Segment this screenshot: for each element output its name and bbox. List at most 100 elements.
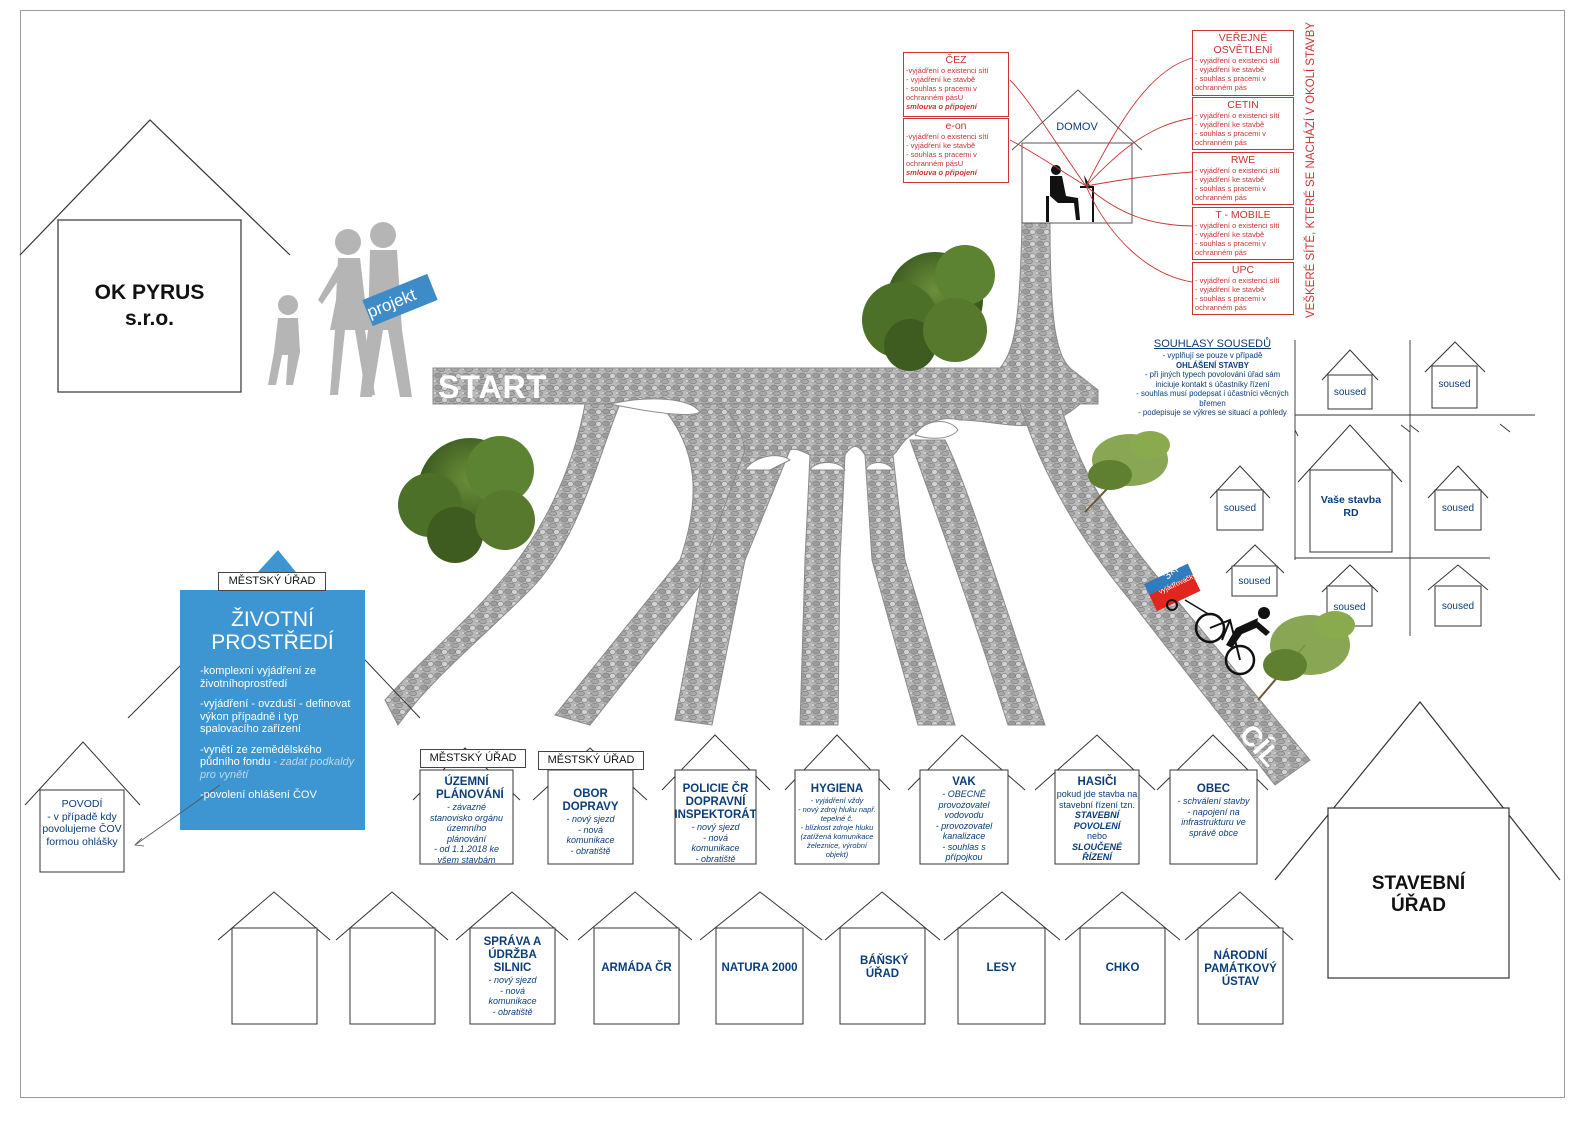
office-uzemni-planovani: ÚZEMNÍ PLÁNOVÁNÍ - závazné stanovisko or… [420,776,513,865]
utility-rwe-item: - vyjádření ke stavbě [1195,175,1265,184]
utility-rwe-item: - souhlas s pracemi v ochranném pás [1195,184,1266,202]
utility-cez-item: - souhlas s pracemi v ochranném pásU [906,84,977,102]
utility-eon-bold: smlouva o připojení [906,168,977,177]
office-item: - vyjádření vždy [810,796,864,805]
soused-label: soused [1333,387,1367,398]
office-obor-dopravy: OBOR DOPRAVY - nový sjezd - nová komunik… [548,788,633,856]
utility-upc-item: - vyjádření o existenci sítí [1195,276,1280,285]
soused-label: soused [1333,602,1366,613]
vase-stavba-label: Vaše stavba RD [1310,494,1392,520]
utility-cetin: CETIN - vyjádření o existenci sítí - vyj… [1192,97,1294,150]
utility-eon-item: -vyjádření o existenci sítí [906,132,989,141]
stavebni-urad-label: STAVEBNÍ ÚŘAD [1328,873,1509,917]
povodi-house [24,741,141,873]
utility-vo-item: - vyjádření o existenci sítí [1195,56,1280,65]
utility-rwe-item: - vyjádření o existenci sítí [1195,166,1280,175]
utility-upc: UPC - vyjádření o existenci sítí - vyjád… [1192,262,1294,315]
road-branch-1 [384,403,621,726]
utility-upc-name: UPC [1231,264,1255,276]
bottom-house-title: CHKO [1105,962,1140,974]
bottom-house-title: ARMÁDA ČR [601,962,672,974]
office-item: - obratiště [695,853,736,864]
tree-right-lower [1257,611,1355,701]
souhlasy-line-bold: OHLÁŠENÍ STAVBY [1176,360,1249,370]
bottom-house-item: - obratiště [492,1006,533,1017]
ok-pyrus-line1: OK PYRUS [94,281,205,304]
office-item: - nový sjezd [691,822,740,832]
utility-cetin-name: CETIN [1227,99,1259,111]
ok-pyrus-label: OK PYRUS s.r.o. [58,280,241,332]
utility-connection-lines [1009,57,1193,283]
office-item: - blízkost zdroje hluku (zatížená komuni… [800,823,874,859]
page-frame [20,10,1565,1098]
bottom-house-npu: NÁRODNÍ PAMÁTKOVÝ ÚSTAV [1198,950,1283,989]
bottom-house-title: NÁRODNÍ PAMÁTKOVÝ ÚSTAV [1204,950,1277,988]
office-hasici: HASIČI pokud jde stavba na stavební říze… [1055,776,1139,863]
utility-vo-name: VEŘEJNÉ OSVĚTLENÍ [1213,32,1273,56]
bottom-house-chko: CHKO [1080,962,1165,975]
ok-pyrus-line2: s.r.o. [124,307,175,330]
utility-cetin-item: - souhlas s pracemi v ochranném pás [1195,129,1266,147]
utility-cez-item: - vyjádření ke stavbě [906,75,976,84]
bottom-house-sprava-silnic: SPRÁVA A ÚDRŽBA SILNIC - nový sjezd - no… [470,936,555,1017]
office-policie: POLICIE ČR DOPRAVNÍ INSPEKTORÁT - nový s… [672,783,759,864]
bottom-house-armada: ARMÁDA ČR [594,962,679,975]
povodi-desc: - v případě kdy povolujeme ČOV formou oh… [42,810,122,848]
office-item-bold: SLOUČENÉ ŘÍZENÍ [1071,841,1122,863]
office-item: - schválení stavby [1177,796,1250,806]
office-title: ÚZEMNÍ PLÁNOVÁNÍ [436,776,504,801]
zivotni-title: ŽIVOTNÍ PROSTŘEDÍ [180,608,365,654]
zivotni-title-line1: ŽIVOTNÍ [231,608,314,631]
office-item: - nový sjezd [566,814,615,824]
office-item: - nová komunikace [691,832,740,854]
tree-top [862,245,995,371]
utility-tmobile-item: - vyjádření ke stavbě [1195,230,1265,239]
bottom-house-lesy: LESY [958,962,1045,975]
domov-house [1011,89,1143,224]
office-item: - provozovatel kanalizace [935,820,993,842]
utility-eon-name: e-on [945,120,967,132]
bottom-houses [217,891,1294,1025]
office-title: OBEC [1196,783,1231,795]
utility-vo-item: - souhlas s pracemi v ochranném pás [1195,74,1266,92]
utility-vo-item: - vyjádření ke stavbě [1195,65,1265,74]
utility-tmobile-item: - souhlas s pracemi v ochranném pás [1195,239,1266,257]
souhlasy-line: - souhlas musí podepsat i účastníci věcn… [1136,389,1289,408]
zivotni-item: -vyjádření - ovzduší - definovat výkon p… [200,698,351,735]
bottom-house-item: - nová komunikace [488,985,537,1007]
office-title: POLICIE ČR DOPRAVNÍ INSPEKTORÁT [674,783,757,821]
stavebni-line1: STAVEBNÍ [1371,873,1466,894]
bottom-house-natura: NATURA 2000 [716,962,803,975]
zivotni-item: -povolení ohlášení ČOV [200,789,317,801]
tree-right-upper [1084,431,1170,513]
office-title: VAK [952,776,976,788]
mestsky-urad-label: MĚSTSKÝ ÚŘAD [538,751,644,770]
zivotni-items: -komplexní vyjádření ze životníhoprostře… [200,665,355,802]
okoli-vertical-label: VEŠKERÉ SÍTĚ, KTERÉ SE NACHÁZÍ V OKOLÍ S… [1304,22,1317,318]
utility-rwe: RWE - vyjádření o existenci sítí - vyjád… [1192,152,1294,205]
zivotni-house [127,550,421,847]
office-item: pokud jde stavba na stavební řízení tzn. [1056,789,1138,810]
office-obec: OBEC - schválení stavby - napojení na in… [1170,783,1257,838]
office-houses [412,734,1269,865]
stavebni-urad-house [1274,701,1561,979]
office-item: - nový zdroj hluku např. tepelné č. [798,805,876,823]
utility-cez-name: ČEZ [945,54,967,66]
ok-pyrus-house [19,119,291,393]
soused-label: soused [1441,601,1475,612]
utility-tmobile-name: T - MOBILE [1215,209,1271,221]
souhlasy-line: - při jiných typech povolování úřad sám … [1144,370,1281,389]
utility-upc-item: - souhlas s pracemi v ochranném pás [1195,294,1266,312]
soused-label: soused [1238,576,1271,587]
mestsky-urad-label: MĚSTSKÝ ÚŘAD [218,572,326,591]
soused-label: soused [1441,503,1475,514]
road-branch-4 [799,454,846,726]
souhlasy-line: - podepisuje se výkres se situací a pohl… [1138,408,1287,417]
zivotni-item-note: - zadat podkaldy pro vynětí [200,756,355,781]
utility-tmobile-item: - vyjádření o existenci sítí [1195,221,1280,230]
zivotni-title-line2: PROSTŘEDÍ [211,631,334,654]
bottom-house-title: LESY [986,962,1017,974]
utility-rwe-name: RWE [1230,154,1256,166]
zivotni-item: -vynětí ze zemědělského půdního fondu - … [200,744,355,782]
office-item: - obratiště [570,845,611,856]
